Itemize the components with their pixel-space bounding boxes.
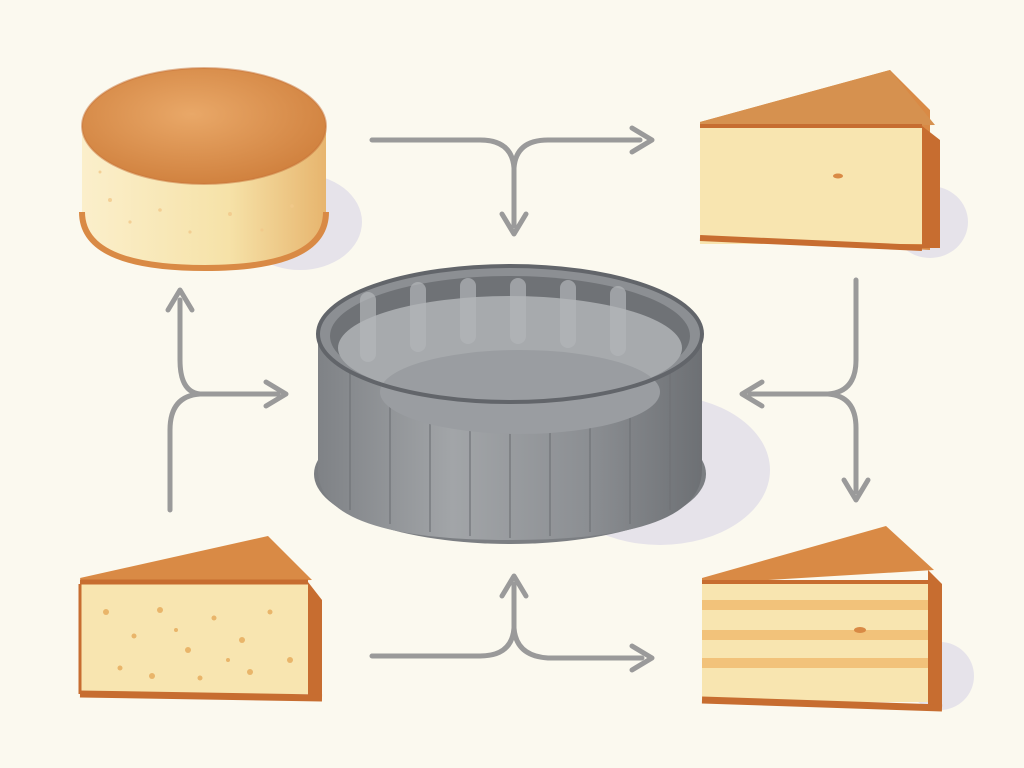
arrow-left-vertical — [167, 391, 281, 513]
layered-cake-slice-icon — [701, 526, 974, 712]
connectors — [165, 125, 871, 673]
cake-pan-icon — [314, 264, 770, 545]
cake-slice-icon — [699, 70, 968, 258]
arrow-left-up — [177, 297, 203, 397]
arrowhead-bottom-up — [499, 573, 529, 599]
arrowhead-bottom-right — [629, 643, 655, 673]
arrowhead-right-down — [841, 477, 871, 503]
whole-round-cake-icon — [79, 67, 362, 272]
arrow-right-vertical — [747, 277, 859, 397]
arrow-top-to-right — [369, 137, 643, 171]
arrowhead-top-right — [629, 125, 655, 155]
arrowhead-right-left — [739, 379, 765, 409]
cake-slice-icon — [78, 536, 323, 702]
arrowhead-left-right — [263, 379, 289, 409]
arrow-right-down — [825, 391, 859, 495]
arrow-bottom-to-right — [369, 625, 645, 661]
arrowhead-top-down — [499, 211, 529, 237]
arrowhead-left-up — [165, 287, 195, 313]
